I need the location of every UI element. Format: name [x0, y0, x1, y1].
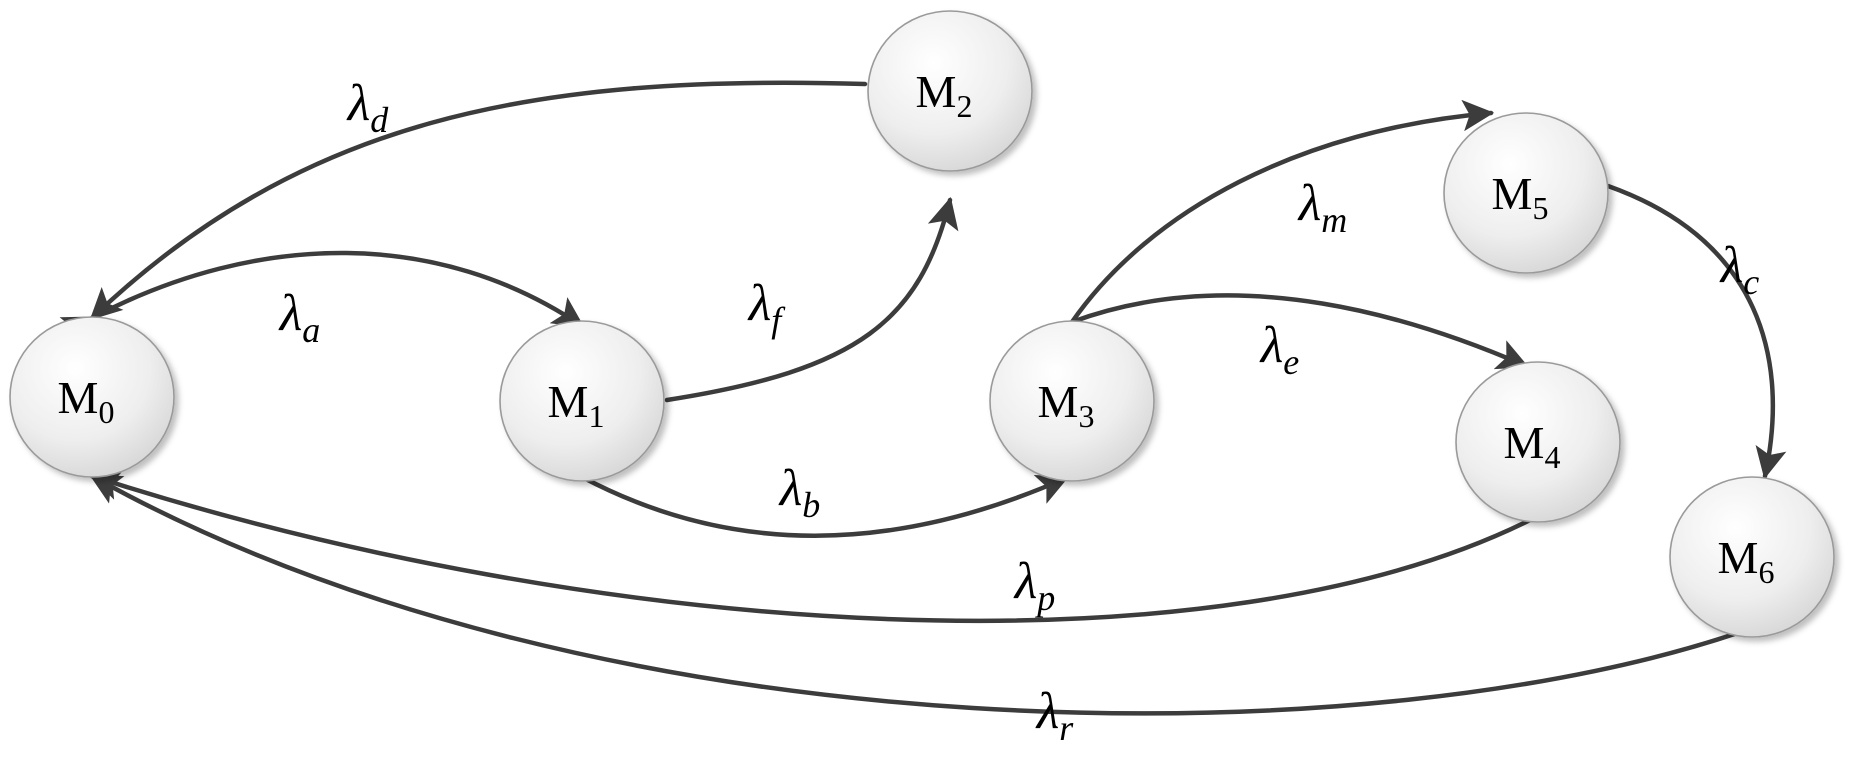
node-letter: M [548, 376, 589, 427]
lambda-symbol: λ [747, 275, 772, 332]
edge-a-arrow [59, 250, 585, 346]
node-label: M6 [1718, 532, 1775, 590]
node-subscript: 4 [1544, 439, 1560, 475]
node-letter: M [1492, 168, 1533, 219]
node-letter: M [1038, 376, 1079, 427]
rate-subscript: p [1034, 578, 1055, 618]
node-subscript: 6 [1758, 554, 1774, 590]
node-letter: M [916, 66, 957, 117]
node-letter: M [1504, 417, 1545, 468]
node-letter: M [1718, 532, 1759, 583]
node-m1: M1 [499, 320, 665, 482]
edge-label-p: λp [1013, 553, 1056, 618]
edges [59, 80, 1787, 716]
lambda-symbol: λ [1719, 237, 1744, 294]
lambda-symbol: λ [1259, 317, 1284, 374]
node-subscript: 2 [956, 88, 972, 124]
rate-subscript: d [370, 100, 389, 140]
edge-label-d: λd [346, 75, 390, 140]
edge-label-f: λf [747, 275, 787, 340]
node-circle [499, 320, 665, 482]
edge-r-arrow [89, 473, 1755, 716]
edge-label-r: λr [1035, 683, 1075, 748]
edge-p-arrow [89, 469, 1541, 624]
rate-subscript: m [1321, 200, 1347, 240]
node-m2: M2 [867, 10, 1033, 172]
node-subscript: 0 [98, 394, 114, 430]
rate-subscript: r [1059, 708, 1074, 748]
node-circle [989, 320, 1155, 482]
edge-label-m: λm [1297, 175, 1348, 240]
lambda-symbol: λ [1013, 553, 1038, 610]
node-label: M5 [1492, 168, 1549, 226]
edge-m-arrow [1069, 99, 1495, 325]
edge-d-arrow [89, 80, 868, 321]
node-subscript: 5 [1532, 190, 1548, 226]
node-subscript: 1 [588, 398, 604, 434]
node-m4: M4 [1455, 361, 1621, 523]
rate-subscript: c [1743, 262, 1759, 302]
edge-label-e: λe [1259, 317, 1300, 382]
edge-b-arrow [579, 474, 1069, 538]
rate-subscript: f [771, 300, 786, 340]
edge-label-b: λb [778, 460, 821, 525]
lambda-symbol: λ [346, 75, 371, 132]
edge-f-arrow [664, 196, 959, 403]
node-label: M3 [1038, 376, 1095, 434]
lambda-symbol: λ [278, 285, 303, 342]
rate-subscript: b [802, 485, 820, 525]
node-m5: M5 [1443, 112, 1609, 274]
node-label: M1 [548, 376, 605, 434]
node-m3: M3 [989, 320, 1155, 482]
edge-c-arrow [1605, 183, 1787, 480]
node-letter: M [58, 372, 99, 423]
node-circle [867, 10, 1033, 172]
lambda-symbol: λ [1297, 175, 1322, 232]
node-m0: M0 [9, 316, 175, 478]
node-subscript: 3 [1078, 398, 1094, 434]
node-circle [1455, 361, 1621, 523]
edge-label-a: λa [278, 285, 321, 350]
node-circle [1669, 476, 1835, 638]
node-label: M2 [916, 66, 973, 124]
node-label: M4 [1504, 417, 1561, 475]
node-label: M0 [58, 372, 115, 430]
node-circle [9, 316, 175, 478]
edge-e-arrow [1069, 293, 1529, 370]
lambda-symbol: λ [1035, 683, 1060, 740]
node-m6: M6 [1669, 476, 1835, 638]
rate-subscript: e [1283, 342, 1299, 382]
rate-subscript: a [302, 310, 320, 350]
node-circle [1443, 112, 1609, 274]
lambda-symbol: λ [778, 460, 803, 517]
edge-label-c: λc [1719, 237, 1760, 302]
